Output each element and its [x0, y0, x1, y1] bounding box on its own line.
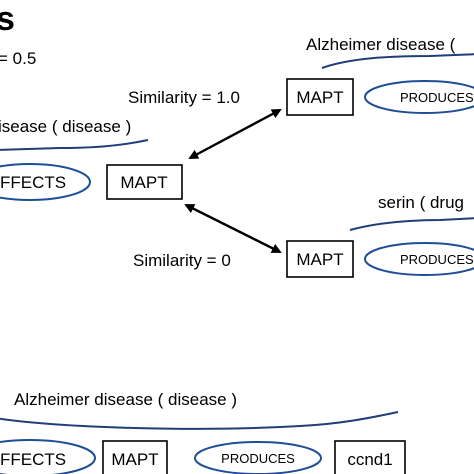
bottom-affects-ellipse [0, 439, 96, 474]
left-brace [0, 139, 149, 151]
left-mapt-node [106, 164, 183, 200]
bottom-right-group-label: serin ( drug [378, 193, 464, 212]
top-right-brace [321, 53, 474, 69]
header-param-fragment: = 0.5 [0, 49, 36, 68]
bottom-right-mapt-label: MAPT [296, 250, 343, 269]
left-affects-label: FFECTS [0, 173, 66, 192]
similarity-top-label: Similarity = 1.0 [128, 88, 240, 107]
bottom-mapt-label: MAPT [111, 450, 158, 469]
bottom-ccnd1-label: ccnd1 [347, 450, 392, 469]
bottom-produces-ellipse [194, 441, 322, 474]
left-group-label: isease ( disease ) [0, 117, 131, 136]
bottom-produces-label: PRODUCES [221, 451, 295, 466]
bottom-right-mapt-node [286, 240, 354, 278]
top-right-produces-ellipse [364, 80, 474, 114]
similarity-bottom-label: Similarity = 0 [133, 251, 231, 270]
top-right-mapt-label: MAPT [296, 88, 343, 107]
bottom-right-produces-label: PRODUCES [400, 252, 474, 267]
top-right-mapt-node [286, 78, 354, 116]
left-mapt-label: MAPT [120, 173, 167, 192]
top-right-produces-label: PRODUCES [400, 90, 474, 105]
arrow-to-top-right [188, 108, 282, 160]
left-affects-ellipse [0, 163, 91, 201]
bottom-right-brace [349, 217, 474, 231]
bottom-group-label: Alzheimer disease ( disease ) [14, 390, 237, 409]
bottom-right-produces-ellipse [364, 242, 474, 276]
arrow-to-bottom-right [184, 203, 282, 254]
top-right-group-label: Alzheimer disease ( [306, 35, 456, 54]
header-title-fragment: s [0, 0, 15, 38]
bottom-ccnd1-node [334, 440, 406, 474]
bottom-affects-label: FFECTS [0, 450, 66, 469]
bottom-brace [0, 411, 399, 430]
bottom-mapt-node [102, 440, 168, 474]
